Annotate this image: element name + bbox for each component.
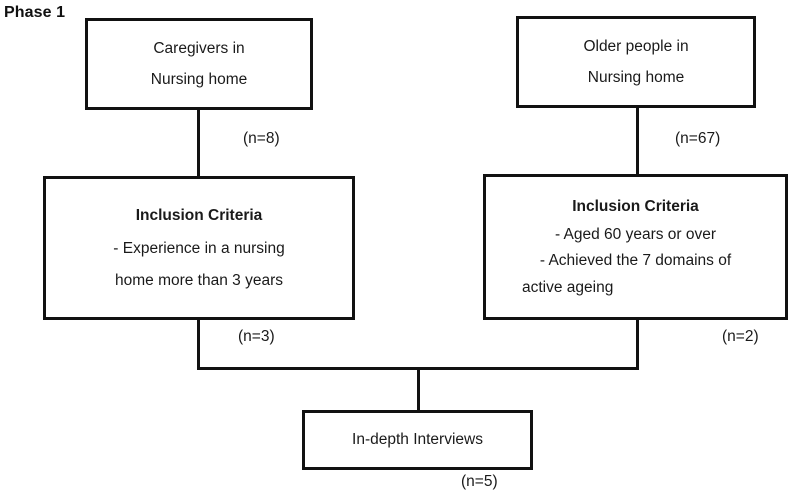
connector-caregivers-to-inclusion bbox=[197, 110, 200, 176]
phase-label: Phase 1 bbox=[4, 4, 66, 21]
node-caregivers-line-1: Caregivers in bbox=[153, 39, 245, 57]
count-label-inclusion-right: (n=2) bbox=[722, 328, 759, 345]
inclusion-right-title: Inclusion Criteria bbox=[572, 198, 699, 215]
node-caregivers-line-2: Nursing home bbox=[150, 71, 248, 88]
node-caregivers: Caregivers in Nursing home bbox=[85, 18, 313, 110]
inclusion-left-criterion-2: home more than 3 years bbox=[114, 271, 283, 289]
node-in-depth-interviews: In-depth Interviews bbox=[302, 410, 533, 470]
node-older-people-line-2: Nursing home bbox=[587, 69, 685, 86]
inclusion-left-title: Inclusion Criteria bbox=[135, 206, 263, 224]
node-older-people-line-1: Older people in bbox=[583, 37, 689, 55]
count-label-interviews: (n=5) bbox=[461, 473, 498, 490]
count-label-older-people: (n=67) bbox=[675, 130, 721, 147]
connector-older-people-to-inclusion bbox=[636, 108, 639, 176]
inclusion-right-criterion-1: - Aged 60 years or over bbox=[554, 225, 717, 243]
connector-inclusion-left-down bbox=[197, 320, 200, 368]
count-label-caregivers: (n=8) bbox=[243, 130, 280, 147]
node-inclusion-criteria-right: Inclusion Criteria - Aged 60 years or ov… bbox=[483, 174, 788, 320]
node-interviews-line-1: In-depth Interviews bbox=[352, 431, 483, 449]
connector-merge-to-interviews bbox=[417, 367, 420, 411]
inclusion-right-criterion-3: active ageing bbox=[522, 278, 614, 296]
node-inclusion-criteria-left: Inclusion Criteria - Experience in a nur… bbox=[43, 176, 355, 320]
inclusion-left-criterion-1: - Experience in a nursing bbox=[113, 240, 285, 258]
connector-inclusion-right-down bbox=[636, 320, 639, 368]
inclusion-right-criterion-2: - Achieved the 7 domains of bbox=[539, 252, 732, 269]
count-label-inclusion-left: (n=3) bbox=[238, 328, 275, 345]
node-older-people: Older people in Nursing home bbox=[516, 16, 756, 108]
